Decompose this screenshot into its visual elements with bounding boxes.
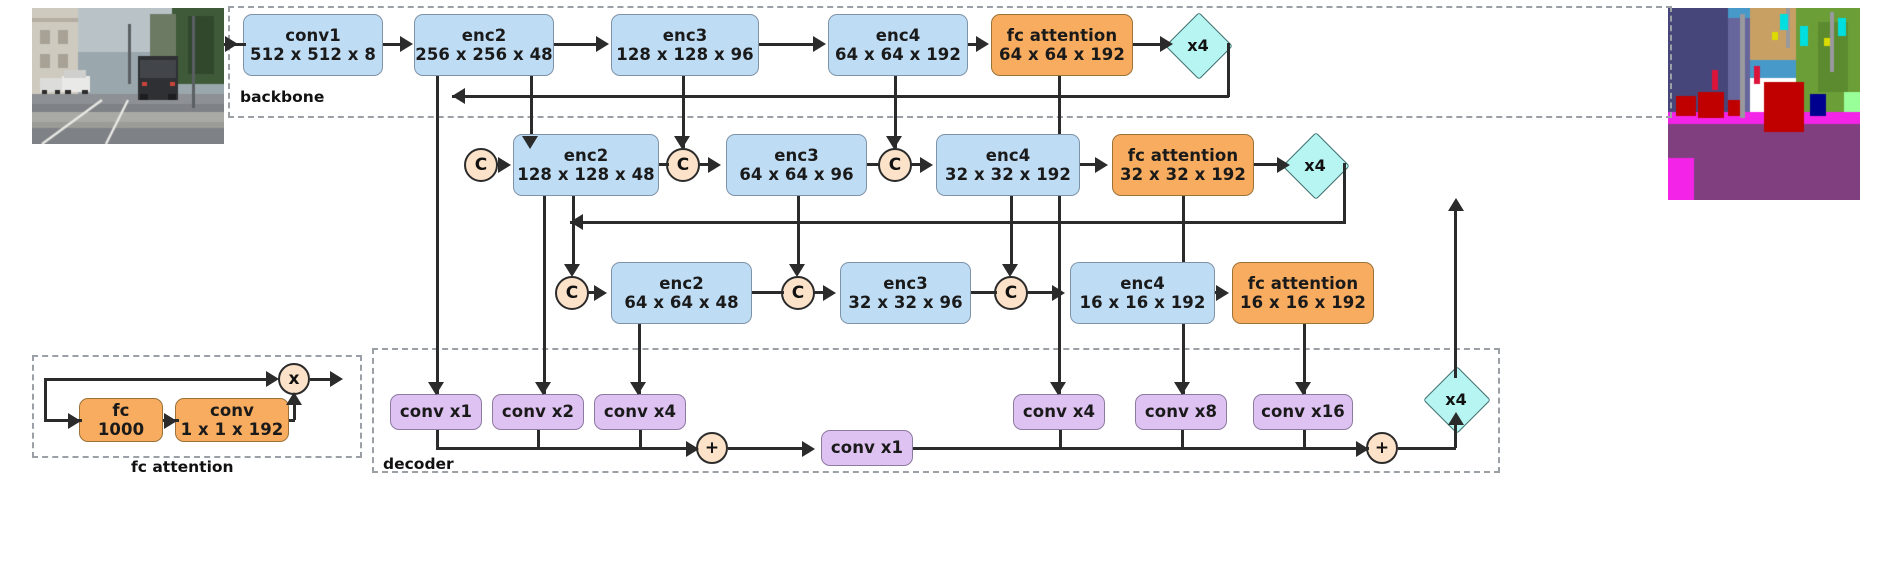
node-label-line2: 16 x 16 x 192 (1240, 293, 1366, 312)
concat-op-s2-3[interactable]: C (878, 148, 912, 182)
node-label-line1: enc2 (659, 273, 704, 293)
node-fcattn-conv[interactable]: conv 1 x 1 x 192 (175, 398, 289, 442)
node-label-line1: conv x1 (399, 402, 473, 422)
node-label-line1: conv x4 (603, 402, 677, 422)
operator-label: C (676, 155, 690, 175)
concat-op-s2-2[interactable]: C (666, 148, 700, 182)
node-decoder-conv-x4-b[interactable]: conv x4 (1013, 394, 1105, 430)
node-label-line2: 16 x 16 x 192 (1079, 293, 1206, 312)
node-stage3-enc2[interactable]: enc2 64 x 64 x 48 (611, 262, 752, 324)
node-backbone-enc2[interactable]: enc2 256 x 256 x 48 (414, 14, 554, 76)
operator-label: + (704, 438, 720, 458)
node-label-line1: conv x4 (1022, 402, 1096, 422)
node-stage3-fc-attention[interactable]: fc attention 16 x 16 x 192 (1232, 262, 1374, 324)
node-label-line1: enc3 (883, 273, 928, 293)
node-decoder-conv-x8[interactable]: conv x8 (1135, 394, 1227, 430)
node-label-line1: enc3 (774, 145, 819, 165)
operator-label: C (888, 155, 902, 175)
operator-label: x (288, 369, 300, 389)
node-label-line2: 64 x 64 x 192 (999, 45, 1125, 64)
node-label-line1: fc attention (1247, 273, 1359, 293)
node-label-line2: 1000 (97, 420, 145, 439)
output-segmentation-map (1668, 8, 1860, 200)
node-label-line1: fc (112, 400, 130, 420)
operator-label: C (791, 283, 805, 303)
node-label-line1: conv (209, 400, 255, 420)
node-label-line2: 256 x 256 x 48 (415, 45, 553, 64)
node-backbone-fc-attention[interactable]: fc attention 64 x 64 x 192 (991, 14, 1133, 76)
node-label-line2: 32 x 32 x 96 (848, 293, 963, 312)
node-stage2-enc3[interactable]: enc3 64 x 64 x 96 (726, 134, 867, 196)
group-decoder (372, 348, 1500, 473)
multiply-op-fcattn[interactable]: x (278, 363, 310, 395)
node-label-line2: 128 x 128 x 96 (616, 45, 754, 64)
node-label-line2: 32 x 32 x 192 (945, 165, 1071, 184)
upsample-x4-decoder[interactable]: x4 (1423, 366, 1491, 434)
node-label-line1: fc attention (1127, 145, 1239, 165)
node-label-line1: conv x2 (501, 402, 575, 422)
add-op-right[interactable]: + (1366, 432, 1398, 464)
operator-label: C (1004, 283, 1018, 303)
group-backbone (228, 6, 1672, 118)
node-label-line2: 64 x 64 x 96 (739, 165, 854, 184)
node-fcattn-fc[interactable]: fc 1000 (79, 398, 163, 442)
node-label-line2: 64 x 64 x 48 (624, 293, 739, 312)
input-street-scene (32, 8, 224, 144)
node-decoder-conv-x4-a[interactable]: conv x4 (594, 394, 686, 430)
node-backbone-enc3[interactable]: enc3 128 x 128 x 96 (611, 14, 759, 76)
node-stage2-fc-attention[interactable]: fc attention 32 x 32 x 192 (1112, 134, 1254, 196)
group-fc-attention (32, 355, 362, 458)
node-label-line1: conv x1 (830, 438, 904, 458)
node-label-line1: enc2 (461, 25, 507, 45)
node-label-line2: 512 x 512 x 8 (250, 45, 376, 64)
node-label-line1: enc2 (563, 145, 609, 165)
node-label-line1: enc4 (1120, 273, 1165, 293)
node-stage3-enc3[interactable]: enc3 32 x 32 x 96 (840, 262, 971, 324)
node-decoder-conv-x16[interactable]: conv x16 (1253, 394, 1353, 430)
group-backbone-label: backbone (240, 88, 325, 106)
node-label-line2: 1 x 1 x 192 (180, 420, 284, 439)
node-decoder-conv-out[interactable]: conv x1 (821, 430, 913, 466)
node-label-line1: enc4 (875, 25, 921, 45)
group-decoder-label: decoder (383, 455, 454, 473)
node-decoder-conv-x2[interactable]: conv x2 (492, 394, 584, 430)
node-label-line2: 64 x 64 x 192 (835, 45, 961, 64)
upsample-label: x4 (1304, 155, 1326, 175)
operator-label: C (565, 283, 579, 303)
node-label-line2: 128 x 128 x 48 (517, 165, 655, 184)
concat-op-s3-1[interactable]: C (555, 276, 589, 310)
concat-op-s3-3[interactable]: C (994, 276, 1028, 310)
node-label-line1: enc4 (985, 145, 1031, 165)
node-label-line1: fc attention (1006, 25, 1118, 45)
node-backbone-enc4[interactable]: enc4 64 x 64 x 192 (828, 14, 968, 76)
upsample-label: x4 (1187, 35, 1209, 55)
upsample-x4-backbone[interactable]: x4 (1165, 12, 1233, 80)
operator-label: + (1374, 438, 1390, 458)
node-stage2-enc4[interactable]: enc4 32 x 32 x 192 (936, 134, 1080, 196)
node-backbone-conv1[interactable]: conv1 512 x 512 x 8 (243, 14, 383, 76)
add-op-left[interactable]: + (696, 432, 728, 464)
concat-op-s3-2[interactable]: C (781, 276, 815, 310)
operator-label: C (474, 155, 488, 175)
node-label-line1: conv x8 (1144, 402, 1218, 422)
node-label-line1: conv1 (285, 25, 341, 45)
node-label-line1: conv x16 (1261, 402, 1345, 422)
node-label-line2: 32 x 32 x 192 (1120, 165, 1246, 184)
concat-op-s2-1[interactable]: C (464, 148, 498, 182)
upsample-label: x4 (1445, 389, 1467, 409)
node-decoder-conv-x1[interactable]: conv x1 (390, 394, 482, 430)
node-label-line1: enc3 (662, 25, 708, 45)
group-fc-attention-label: fc attention (131, 458, 234, 476)
upsample-x4-stage2[interactable]: x4 (1282, 132, 1350, 200)
node-stage3-enc4[interactable]: enc4 16 x 16 x 192 (1070, 262, 1215, 324)
